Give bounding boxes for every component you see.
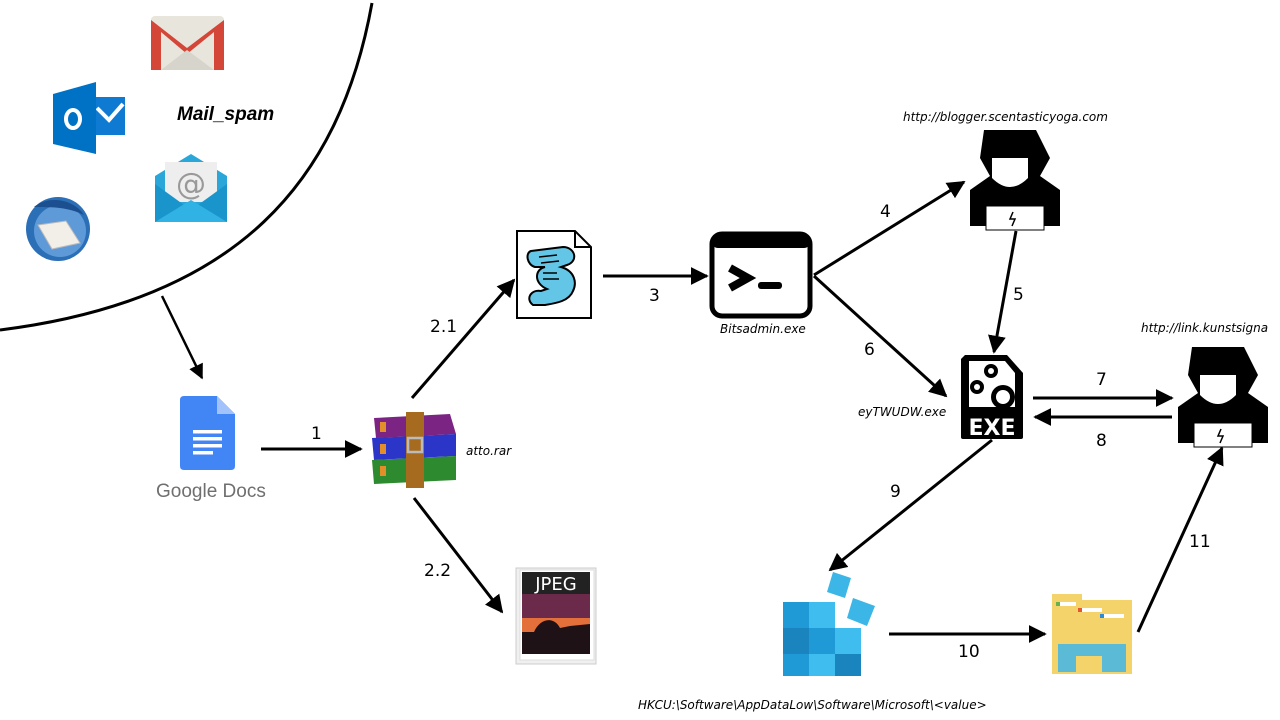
arrow-mail-to-gdocs (160, 295, 204, 380)
exe-file-icon: EXE (961, 355, 1023, 441)
step-label-2-1: 2.1 (430, 317, 458, 337)
c2-url-1-label: http://blogger.scentasticyoga.com (903, 110, 1108, 124)
arrow-step-2-1 (410, 278, 516, 399)
google-docs-label: Google Docs (156, 481, 266, 502)
step-label-7: 7 (1096, 370, 1107, 390)
thunderbird-icon (26, 197, 90, 261)
file-explorer-folder-icon (1052, 594, 1132, 674)
step-label-6: 6 (864, 340, 875, 360)
winrar-archive-icon (372, 412, 456, 488)
terminal-icon (709, 231, 813, 319)
arrow-step-5 (988, 230, 1018, 354)
step-label-8: 8 (1096, 431, 1107, 451)
hacker-c2-server-icon-2 (1178, 347, 1268, 448)
step-label-5: 5 (1013, 285, 1024, 305)
registry-editor-icon (783, 572, 875, 676)
mail-region-arc (0, 2, 374, 332)
step-label-9: 9 (890, 482, 901, 502)
arrow-step-4 (813, 180, 966, 277)
step-label-2-2: 2.2 (424, 561, 452, 581)
bitsadmin-label: Bitsadmin.exe (720, 322, 806, 336)
rar-file-label: atto.rar (466, 444, 512, 458)
outlook-icon (53, 82, 125, 154)
jpeg-icon-label: JPEG (534, 574, 576, 595)
arrow-step-11 (1136, 446, 1224, 633)
arrow-step-9 (828, 438, 993, 572)
hacker-c2-server-icon (970, 130, 1060, 231)
c2-url-2-label: http://link.kunstsigna (1141, 321, 1269, 335)
step-label-1: 1 (311, 424, 322, 444)
arrow-step-6 (812, 274, 948, 398)
exe-file-label: eyTWUDW.exe (858, 405, 947, 419)
step-label-10: 10 (958, 642, 980, 662)
mail-spam-label: Mail_spam (177, 104, 275, 125)
svg-text:@: @ (176, 167, 206, 202)
registry-path-label: HKCU:\Software\AppDataLow\Software\Micro… (638, 698, 987, 712)
exe-icon-label: EXE (968, 416, 1015, 441)
gmail-icon (151, 16, 224, 70)
email-envelope-icon: @ (155, 154, 227, 222)
step-label-11: 11 (1189, 532, 1211, 552)
google-docs-icon (180, 396, 235, 470)
step-label-4: 4 (880, 202, 891, 222)
step-label-3: 3 (649, 286, 660, 306)
jpeg-image-icon: JPEG (515, 567, 597, 665)
arrow-step-2-2 (412, 497, 504, 614)
script-file-icon (516, 230, 592, 319)
